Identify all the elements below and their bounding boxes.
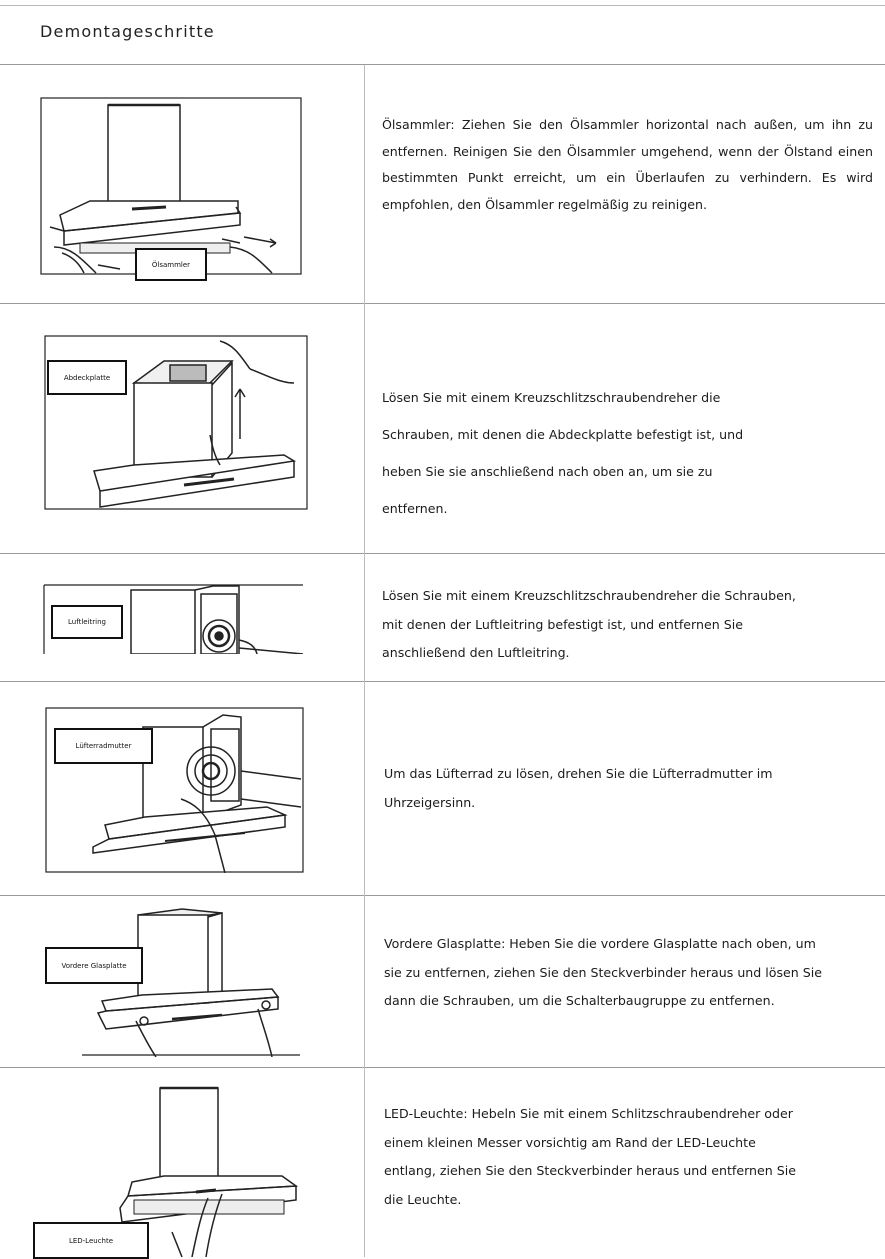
air-guide-ring-description: Lösen Sie mit einem Kreuzschlitzschraube… (382, 582, 872, 668)
text-line: anschließend den Luftleitring. (382, 645, 570, 660)
air-guide-ring-illustration (43, 584, 304, 654)
text-line: Vordere Glasplatte: Heben Sie die vorder… (384, 936, 816, 951)
text-line: die Leuchte. (384, 1191, 462, 1207)
text-line: entfernen. (382, 501, 448, 516)
text-line: Lösen Sie mit einem Kreuzschlitzschraube… (382, 588, 796, 603)
header-bottom-rule (0, 64, 885, 65)
oil-collector-label: Ölsammler (135, 248, 207, 281)
row-divider (0, 303, 885, 304)
column-divider (364, 65, 365, 1257)
text-line: Schrauben, mit denen die Abdeckplatte be… (382, 427, 744, 442)
glass-plate-illustration (82, 905, 300, 1057)
header-top-rule (0, 5, 885, 6)
text-line: heben Sie sie anschließend nach oben an,… (382, 464, 713, 479)
row-divider (0, 553, 885, 554)
text-line: Uhrzeigersinn. (384, 794, 476, 810)
air-guide-ring-label: Luftleitring (51, 605, 123, 639)
oil-collector-description: Ölsammler: Ziehen Sie den Ölsammler hori… (382, 117, 873, 212)
text-line: einem kleinen Messer vorsichtig am Rand … (384, 1134, 756, 1150)
led-light-description: LED-Leuchte: Hebeln Sie mit einem Schlit… (384, 1100, 864, 1214)
cover-plate-description: Lösen Sie mit einem Kreuzschlitzschraube… (382, 379, 862, 527)
glass-plate-description: Vordere Glasplatte: Heben Sie die vorder… (384, 930, 879, 1016)
text-line: mit denen der Luftleitring befestigt ist… (382, 616, 743, 632)
fan-nut-illustration (45, 707, 304, 873)
text-line: entlang, ziehen Sie den Steckverbinder h… (384, 1163, 796, 1178)
text-line: LED-Leuchte: Hebeln Sie mit einem Schlit… (384, 1106, 793, 1121)
fan-nut-label: Lüfterradmutter (54, 728, 153, 764)
text-line: dann die Schrauben, um die Schalterbaugr… (384, 993, 775, 1008)
row-divider (0, 681, 885, 682)
led-light-illustration (112, 1082, 320, 1257)
cover-plate-illustration (44, 335, 308, 510)
fan-nut-description: Um das Lüfterrad zu lösen, drehen Sie di… (384, 760, 874, 817)
row-divider (0, 895, 885, 896)
cover-plate-label: Abdeckplatte (47, 360, 127, 395)
page-title: Demontageschritte (40, 22, 215, 41)
row-divider (0, 1067, 885, 1068)
led-light-label: LED-Leuchte (33, 1222, 149, 1259)
glass-plate-label: Vordere Glasplatte (45, 947, 143, 984)
text-line: Um das Lüfterrad zu lösen, drehen Sie di… (384, 766, 773, 781)
text-line: Lösen Sie mit einem Kreuzschlitzschraube… (382, 390, 721, 405)
text-line: sie zu entfernen, ziehen Sie den Steckve… (384, 964, 823, 980)
